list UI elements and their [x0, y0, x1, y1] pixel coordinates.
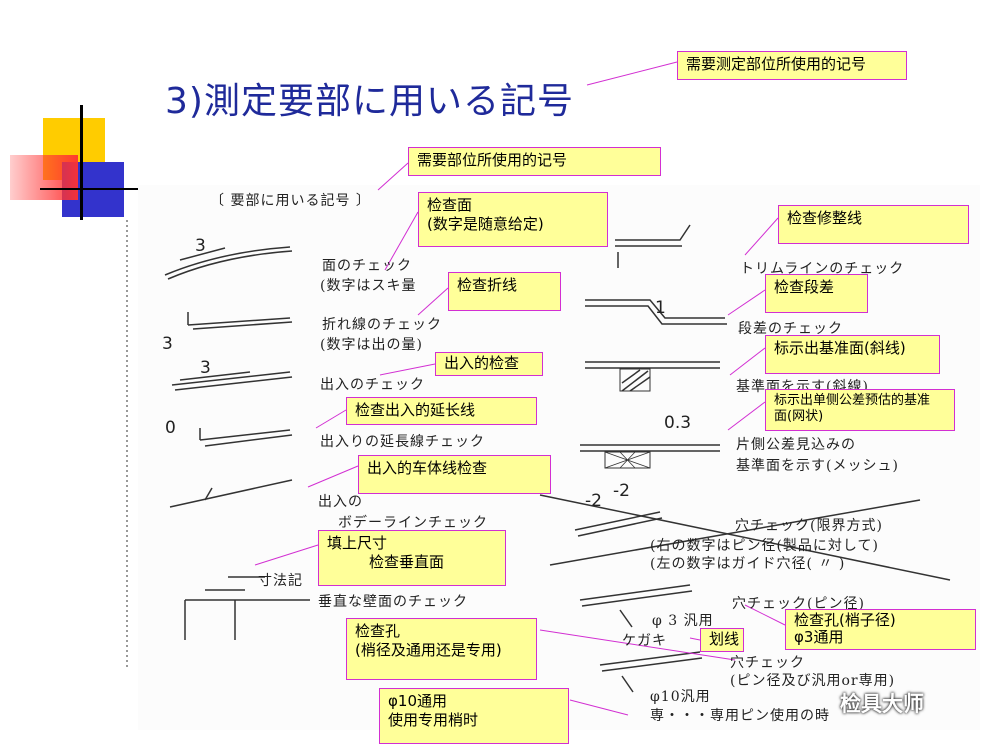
note-vertical-wall-line1: 填上尺寸 — [327, 534, 388, 552]
note-pin10-line1: φ10通用 — [388, 692, 447, 710]
fig-number-5: 1 — [655, 298, 666, 318]
pin10-label: φ10汎用 — [650, 689, 711, 705]
fig-number-8: -2 — [613, 481, 630, 501]
fig-number-6: 0.3 — [664, 413, 692, 433]
right-item-8-line1: 専・・・専用ピン使用の時 — [650, 708, 830, 724]
left-item-1-line2: (数字はスキ量 — [320, 278, 417, 294]
left-item-1-line1: 面のチェック — [322, 258, 412, 274]
note-bodyline-check: 出入的车体线检查 — [358, 455, 551, 494]
right-item-2-line1: 段差のチェック — [738, 321, 843, 337]
right-item-5-line1: 穴チェック(限界方式) — [735, 518, 883, 534]
note-pin-diameter-line2: φ3通用 — [794, 628, 844, 646]
note-vertical-wall: 填上尺寸 检查垂直面 — [318, 530, 506, 586]
page-title: 3)測定要部に用いる記号 — [165, 81, 574, 122]
sunpo-label: 寸法記 — [258, 573, 303, 589]
note-pin-diameter: 检查孔(梢子径) φ3通用 — [785, 609, 976, 650]
note-heading-translation: 需要部位所使用的记号 — [408, 147, 661, 176]
note-title-translation: 需要测定部位所使用的记号 — [677, 51, 907, 80]
note-datum-mesh-line2: 面(网状) — [774, 409, 824, 424]
note-datum-hatch: 标示出基准面(斜线) — [765, 335, 940, 374]
scan-heading: 〔 要部に用いる記号 〕 — [210, 193, 371, 209]
fig-number-2: 3 — [162, 334, 173, 354]
note-inout-check: 出入的检查 — [435, 352, 543, 376]
note-scribe-line: 划线 — [700, 628, 744, 652]
right-item-7-line1: 穴チェック — [730, 655, 805, 671]
right-item-7-line2: (ピン径及び汎用or専用) — [730, 673, 896, 689]
watermark: 检具大师 — [840, 692, 924, 716]
deco-vertical-line — [80, 105, 83, 220]
left-item-5-line1: 出入の — [318, 494, 363, 510]
fig-number-3: 3 — [200, 358, 211, 378]
note-face-check-line2: (数字是随意给定) — [427, 215, 544, 233]
note-fold-check: 检查折线 — [448, 272, 561, 311]
note-face-check-line1: 检查面 — [427, 196, 473, 214]
note-trim-line: 检查修整线 — [778, 205, 969, 244]
fig-number-1: 3 — [195, 236, 206, 256]
right-item-4-line1: 片側公差見込みの — [736, 437, 856, 453]
left-item-6-line1: 垂直な壁面のチェック — [318, 594, 468, 610]
fig-number-4: 0 — [165, 418, 176, 438]
note-step-check: 检查段差 — [765, 274, 868, 313]
note-hole-check: 检查孔 (梢径及通用还是专用) — [346, 618, 537, 680]
left-item-3-line1: 出入のチェック — [320, 377, 425, 393]
right-item-5-line2: (右の数字はピン径(製品に対して) — [650, 538, 879, 554]
right-item-4-line2: 基準面を示す(メッシュ) — [736, 458, 899, 474]
left-item-4-line1: 出入りの延長線チェック — [320, 434, 485, 450]
right-item-1-line1: トリムラインのチェック — [740, 261, 905, 277]
note-datum-mesh-line1: 标示出单侧公差预估的基准 — [774, 393, 931, 408]
left-item-5-line2: ボデーラインチェック — [338, 515, 488, 531]
deco-red-square — [10, 155, 78, 200]
note-vertical-wall-line2: 检查垂直面 — [369, 553, 445, 571]
note-pin10-line2: 使用专用梢时 — [388, 711, 479, 729]
note-pin-diameter-line1: 检查孔(梢子径) — [794, 611, 896, 629]
right-item-5-line3: (左の数字はガイド穴径( 〃 ) — [650, 556, 846, 572]
note-face-check: 检查面 (数字是随意给定) — [418, 192, 608, 247]
note-hole-check-line1: 检查孔 — [355, 622, 401, 640]
right-item-6-line1: 穴チェック(ピン径) — [732, 596, 865, 612]
fig-number-7: -2 — [585, 491, 602, 511]
left-item-2-line1: 折れ線のチェック — [322, 317, 442, 333]
kegaki-label: ケガキ — [622, 633, 667, 649]
note-extension-check: 检查出入的延长线 — [346, 397, 537, 425]
deco-horizontal-line — [40, 188, 140, 190]
pin3-label: φ 3 汎用 — [652, 613, 714, 629]
note-datum-mesh: 标示出单侧公差预估的基准 面(网状) — [765, 389, 955, 431]
note-pin10: φ10通用 使用专用梢时 — [379, 688, 569, 744]
left-item-2-line2: (数字は出の量) — [320, 337, 423, 353]
note-hole-check-line2: (梢径及通用还是专用) — [355, 641, 502, 659]
